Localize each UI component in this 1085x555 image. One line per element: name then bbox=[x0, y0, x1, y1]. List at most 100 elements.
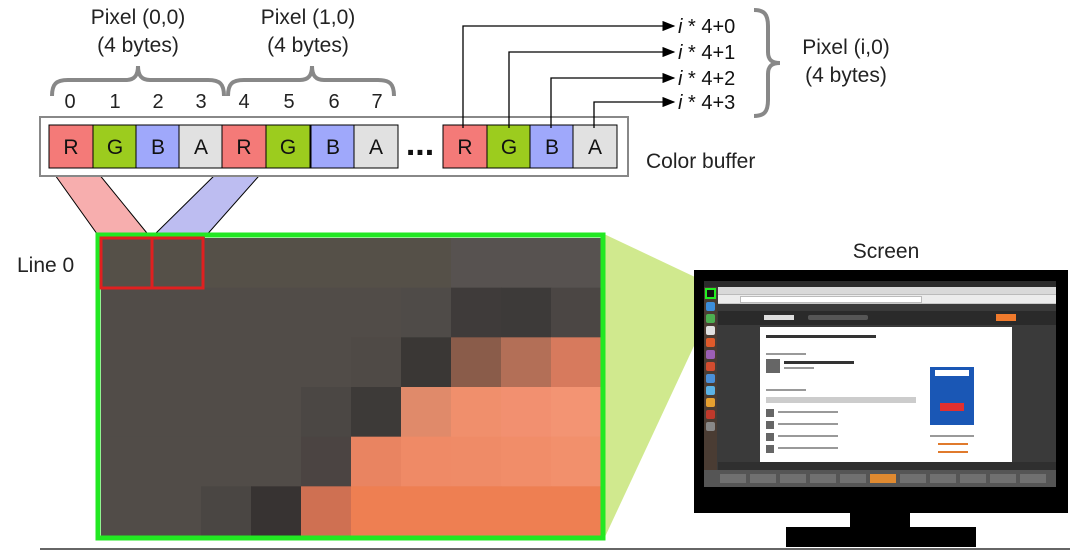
byte-cell-label: G bbox=[280, 136, 296, 159]
arrow-offset-1 bbox=[508, 46, 676, 128]
byte-cell-label: B bbox=[151, 136, 165, 159]
zoom-pixel bbox=[251, 287, 302, 338]
pixel10-highlight bbox=[150, 236, 205, 290]
byte-cell-R: R bbox=[221, 124, 267, 169]
byte-cell-label: G bbox=[501, 136, 517, 159]
byte-index: 0 bbox=[64, 91, 75, 113]
zoom-pixel bbox=[301, 287, 352, 338]
byte-cell-label: G bbox=[107, 136, 123, 159]
zoom-pixel bbox=[451, 436, 502, 487]
screen-label: Screen bbox=[853, 240, 920, 263]
zoom-pixel bbox=[101, 486, 152, 537]
zoom-pixel bbox=[251, 486, 302, 537]
site-ad bbox=[930, 367, 974, 425]
zoom-pixel bbox=[401, 238, 452, 289]
zoom-pixel bbox=[301, 337, 352, 388]
pixel00-title: Pixel (0,0) bbox=[91, 6, 186, 29]
zoom-pixel bbox=[351, 486, 402, 537]
zoom-pixel bbox=[501, 436, 552, 487]
offset-label: i * 4+0 bbox=[678, 16, 735, 38]
screen-screenshot bbox=[704, 281, 1056, 487]
zoom-frame bbox=[95, 232, 606, 541]
byte-cell-label: A bbox=[369, 136, 383, 159]
byte-cell-label: R bbox=[63, 136, 78, 159]
byte-cell-label: B bbox=[326, 136, 340, 159]
zoom-wedge-pixel1 bbox=[149, 167, 268, 239]
brace-pixel0 bbox=[50, 65, 226, 97]
color-buffer-label: Color buffer bbox=[646, 150, 755, 173]
browser-tab-strip bbox=[718, 287, 1056, 295]
zoom-pixel bbox=[551, 436, 602, 487]
zoom-pixel bbox=[501, 486, 552, 537]
zoom-pixel bbox=[251, 387, 302, 438]
zoom-pixel bbox=[351, 337, 402, 388]
byte-cell-B: B bbox=[529, 124, 575, 169]
byte-index: 5 bbox=[283, 91, 294, 113]
zoom-pixel bbox=[151, 287, 202, 338]
zoom-pixel bbox=[101, 238, 152, 289]
zoom-pixel bbox=[151, 387, 202, 438]
arrow-offset-2 bbox=[550, 72, 676, 128]
zoom-pixel bbox=[451, 486, 502, 537]
zoom-pixel bbox=[501, 238, 552, 289]
zoom-pixel bbox=[101, 337, 152, 388]
screen-region-highlight bbox=[705, 288, 716, 299]
zoom-pixel bbox=[151, 486, 202, 537]
byte-index: 3 bbox=[195, 91, 206, 113]
zoom-pixel bbox=[201, 436, 252, 487]
zoom-pixel bbox=[151, 337, 202, 388]
zoom-wedge-screen bbox=[604, 234, 714, 539]
zoom-pixel bbox=[101, 287, 152, 338]
byte-index: 2 bbox=[152, 91, 163, 113]
zoomed-pixel-grid bbox=[101, 238, 602, 537]
site-content bbox=[760, 327, 1012, 467]
byte-index: 7 bbox=[371, 91, 382, 113]
monitor-neck bbox=[850, 513, 910, 527]
byte-cell-B: B bbox=[310, 124, 356, 169]
line0-label: Line 0 bbox=[17, 254, 74, 277]
offset-label: i * 4+3 bbox=[678, 92, 735, 114]
zoom-pixel bbox=[451, 287, 502, 338]
zoom-pixel bbox=[401, 387, 452, 438]
zoom-pixel bbox=[451, 387, 502, 438]
zoom-pixel bbox=[301, 387, 352, 438]
pixel10-bytes: (4 bytes) bbox=[267, 34, 349, 57]
byte-index: 4 bbox=[238, 91, 249, 113]
buffer-ellipsis: ... bbox=[406, 125, 434, 163]
zoom-pixel bbox=[251, 238, 302, 289]
zoom-pixel bbox=[101, 436, 152, 487]
zoom-pixel bbox=[401, 436, 452, 487]
brace-pixel-i bbox=[753, 8, 781, 118]
zoom-pixel bbox=[501, 337, 552, 388]
zoom-pixel bbox=[351, 436, 402, 487]
pixel10-title: Pixel (1,0) bbox=[261, 6, 356, 29]
offset-label: i * 4+1 bbox=[678, 42, 735, 64]
browser-url-bar bbox=[718, 295, 1056, 304]
pixeli-title: Pixel (i,0) bbox=[802, 36, 890, 59]
pixel00-bytes: (4 bytes) bbox=[97, 34, 179, 57]
zoom-pixel bbox=[451, 337, 502, 388]
byte-cell-R: R bbox=[442, 124, 488, 169]
arrow-offset-3 bbox=[593, 96, 676, 128]
byte-index: 1 bbox=[109, 91, 120, 113]
zoom-pixel bbox=[351, 287, 402, 338]
zoom-pixel bbox=[151, 238, 202, 289]
zoom-pixel bbox=[401, 486, 452, 537]
byte-cell-R: R bbox=[48, 124, 94, 169]
byte-cell-label: B bbox=[545, 136, 559, 159]
byte-cell-label: A bbox=[194, 136, 208, 159]
monitor-base bbox=[786, 527, 976, 547]
zoom-pixel bbox=[201, 238, 252, 289]
zoom-pixel bbox=[301, 486, 352, 537]
zoom-pixel bbox=[551, 387, 602, 438]
zoom-pixel bbox=[551, 238, 602, 289]
byte-cell-G: G bbox=[265, 124, 311, 169]
brace-pixel1 bbox=[226, 65, 396, 97]
zoom-pixel bbox=[101, 387, 152, 438]
zoom-pixel bbox=[251, 436, 302, 487]
byte-cell-G: G bbox=[486, 124, 532, 169]
byte-cell-label: R bbox=[236, 136, 251, 159]
music-player-bar bbox=[718, 462, 1056, 470]
byte-cell-G: G bbox=[92, 124, 138, 169]
